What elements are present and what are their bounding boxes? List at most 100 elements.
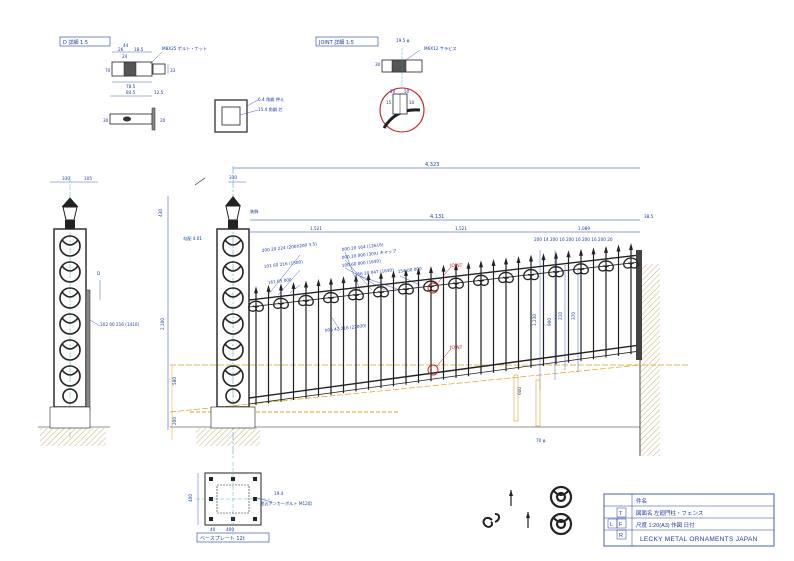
rail-scroll: [473, 274, 489, 286]
base-plate-dim-2: 40: [210, 527, 216, 532]
d-dim-8: 20: [160, 118, 166, 123]
lower-dim-0: 580: [172, 377, 177, 385]
title-row-2: 尺度 1:20(A3) 作図 日付: [636, 521, 695, 529]
base-plate-title: ベースプレート 12t: [200, 536, 245, 542]
wall-hatch-right: [640, 264, 660, 456]
joint-marker-upper: [427, 282, 439, 294]
pipe-label-7: 154 00 000: [398, 266, 423, 274]
section-note-0: 6.4 角鋼 押え: [258, 96, 284, 103]
right-dim-1: 900: [547, 318, 552, 326]
pipe-label-1: 101 60 216 (1500): [264, 259, 304, 269]
right-dim-4: 600: [517, 387, 522, 395]
d-dim-2: 18.5: [134, 47, 144, 52]
base-plate-dim-0: 400: [188, 494, 193, 502]
height-dim: 2,100: [160, 318, 165, 330]
rail-scroll: [348, 289, 364, 301]
side-letter-2: L: [610, 522, 613, 528]
title-row-0: 件名: [636, 497, 647, 505]
outer-square-section: [214, 99, 248, 133]
company-name: LECKY METAL ORNAMENTS JAPAN: [640, 536, 758, 543]
picket-spear-tip: [341, 276, 346, 284]
pipe-label-9: 102 00 216 (1410): [100, 322, 140, 327]
top-dim: 430: [158, 209, 163, 217]
pipe-label-3: 000 20 164 (12616): [342, 242, 385, 252]
joint-dim-0: 19.5 φ: [396, 38, 410, 43]
top-rail: [248, 254, 641, 301]
d-clip-block: [123, 61, 137, 77]
side-letter-1: F: [619, 522, 623, 528]
title-block-frame: [603, 493, 775, 547]
picket-spacing: 200 14 200 16 200 16 200 16 200 20: [534, 237, 613, 242]
rail-scroll: [548, 266, 564, 278]
d-dim-3: 70: [105, 68, 111, 73]
base-plate-detail: 400 400 40 19.4 埋込アンカーボルト M12用 ベースプレート 1…: [188, 462, 312, 543]
joint-dim-2: 20: [390, 89, 396, 94]
span-right: 1,089: [578, 226, 590, 231]
d-dim-7: 30: [103, 118, 109, 123]
span-left: 1,521: [310, 226, 322, 231]
joint-detail-title: JOINT 詳細 1:5: [318, 39, 354, 46]
rail-scroll: [498, 271, 514, 284]
picket-spear-tip: [566, 250, 571, 258]
picket-spear-tip: [304, 280, 308, 288]
pipe-label-8: 000 42 216 (22000): [325, 323, 368, 333]
pipe-label-2: 161 65 000: [268, 277, 293, 285]
picket-spear-tip: [604, 245, 608, 253]
rail-scroll: [598, 260, 614, 272]
ground-hatch-left: [40, 428, 106, 446]
anchor-note: 埋込アンカーボルト M12用: [260, 500, 312, 507]
title-row-1: 図面名 左廻門柱・フェンス: [636, 509, 703, 517]
side-letter-0: T: [619, 511, 623, 517]
d-dim-0: 44: [123, 43, 129, 48]
picket-spear-tip: [516, 255, 521, 263]
picket-spear-tip: [329, 277, 333, 285]
right-dim-5: 70 φ: [536, 438, 546, 443]
rail-scroll: [373, 286, 389, 298]
d-detail: D 詳細 1:5 44 26 18.5 70 78.5 33 24 M8X25 …: [59, 36, 207, 131]
picket-spear-tip: [629, 243, 633, 251]
joint-magnify-circle: [379, 87, 425, 133]
picket-spear-tip: [441, 264, 446, 272]
d-dim-6: 12.5: [154, 90, 164, 95]
rail-scroll: [248, 300, 264, 312]
joint-marker-lower: [427, 364, 439, 376]
right-vertical-dims: [539, 250, 579, 390]
joint-screw-note: M6X12 サラビス: [424, 45, 457, 52]
picket-spear-tip: [429, 266, 433, 274]
picket-spear-tip: [291, 281, 296, 289]
large-scroll-part: [549, 485, 573, 536]
picket-spear-tip: [591, 247, 596, 255]
d-dim-4: 78.5: [126, 84, 136, 89]
pipe-leaders: [267, 251, 421, 331]
inner-width: 4,131: [430, 214, 444, 220]
base-plate-dim-3: 19.4: [274, 491, 284, 496]
ornament-parts: [482, 485, 573, 536]
pipe-label-6: 156 20 047 (1630): [355, 267, 395, 277]
picket-spear-tip: [529, 254, 533, 262]
rail-scrolls: [248, 257, 639, 312]
joint-dim-3: 50: [404, 89, 410, 94]
picket-spear-tip: [479, 260, 483, 268]
d-bolt-hole: [123, 116, 131, 122]
main-post-scrolls: [222, 235, 244, 404]
span-mid: 1,521: [455, 226, 467, 231]
right-dim-0: 1,230: [532, 314, 537, 326]
bottom-rail: [248, 344, 641, 399]
picket-spear-tip: [316, 279, 321, 287]
rail-scroll: [298, 294, 314, 307]
picket-spear-tip: [504, 257, 508, 265]
rail-scroll: [448, 277, 464, 289]
picket-spear-tip: [616, 244, 621, 252]
joint-tag-upper: JOINT: [449, 263, 463, 269]
d-detail-title: D 詳細 1:5: [63, 39, 88, 46]
rail-scroll: [423, 280, 439, 292]
end-post-right: [636, 250, 642, 360]
post-side-dim-1: 105: [84, 176, 92, 181]
rail-scroll: [523, 268, 539, 281]
picket-spear-tip: [491, 258, 496, 266]
section-note-1: 15.4 角鋼 芯: [258, 106, 283, 113]
d-dim-9: 33: [170, 68, 176, 73]
picket-spear-tip: [254, 286, 258, 294]
picket-spear-tip: [266, 284, 271, 292]
